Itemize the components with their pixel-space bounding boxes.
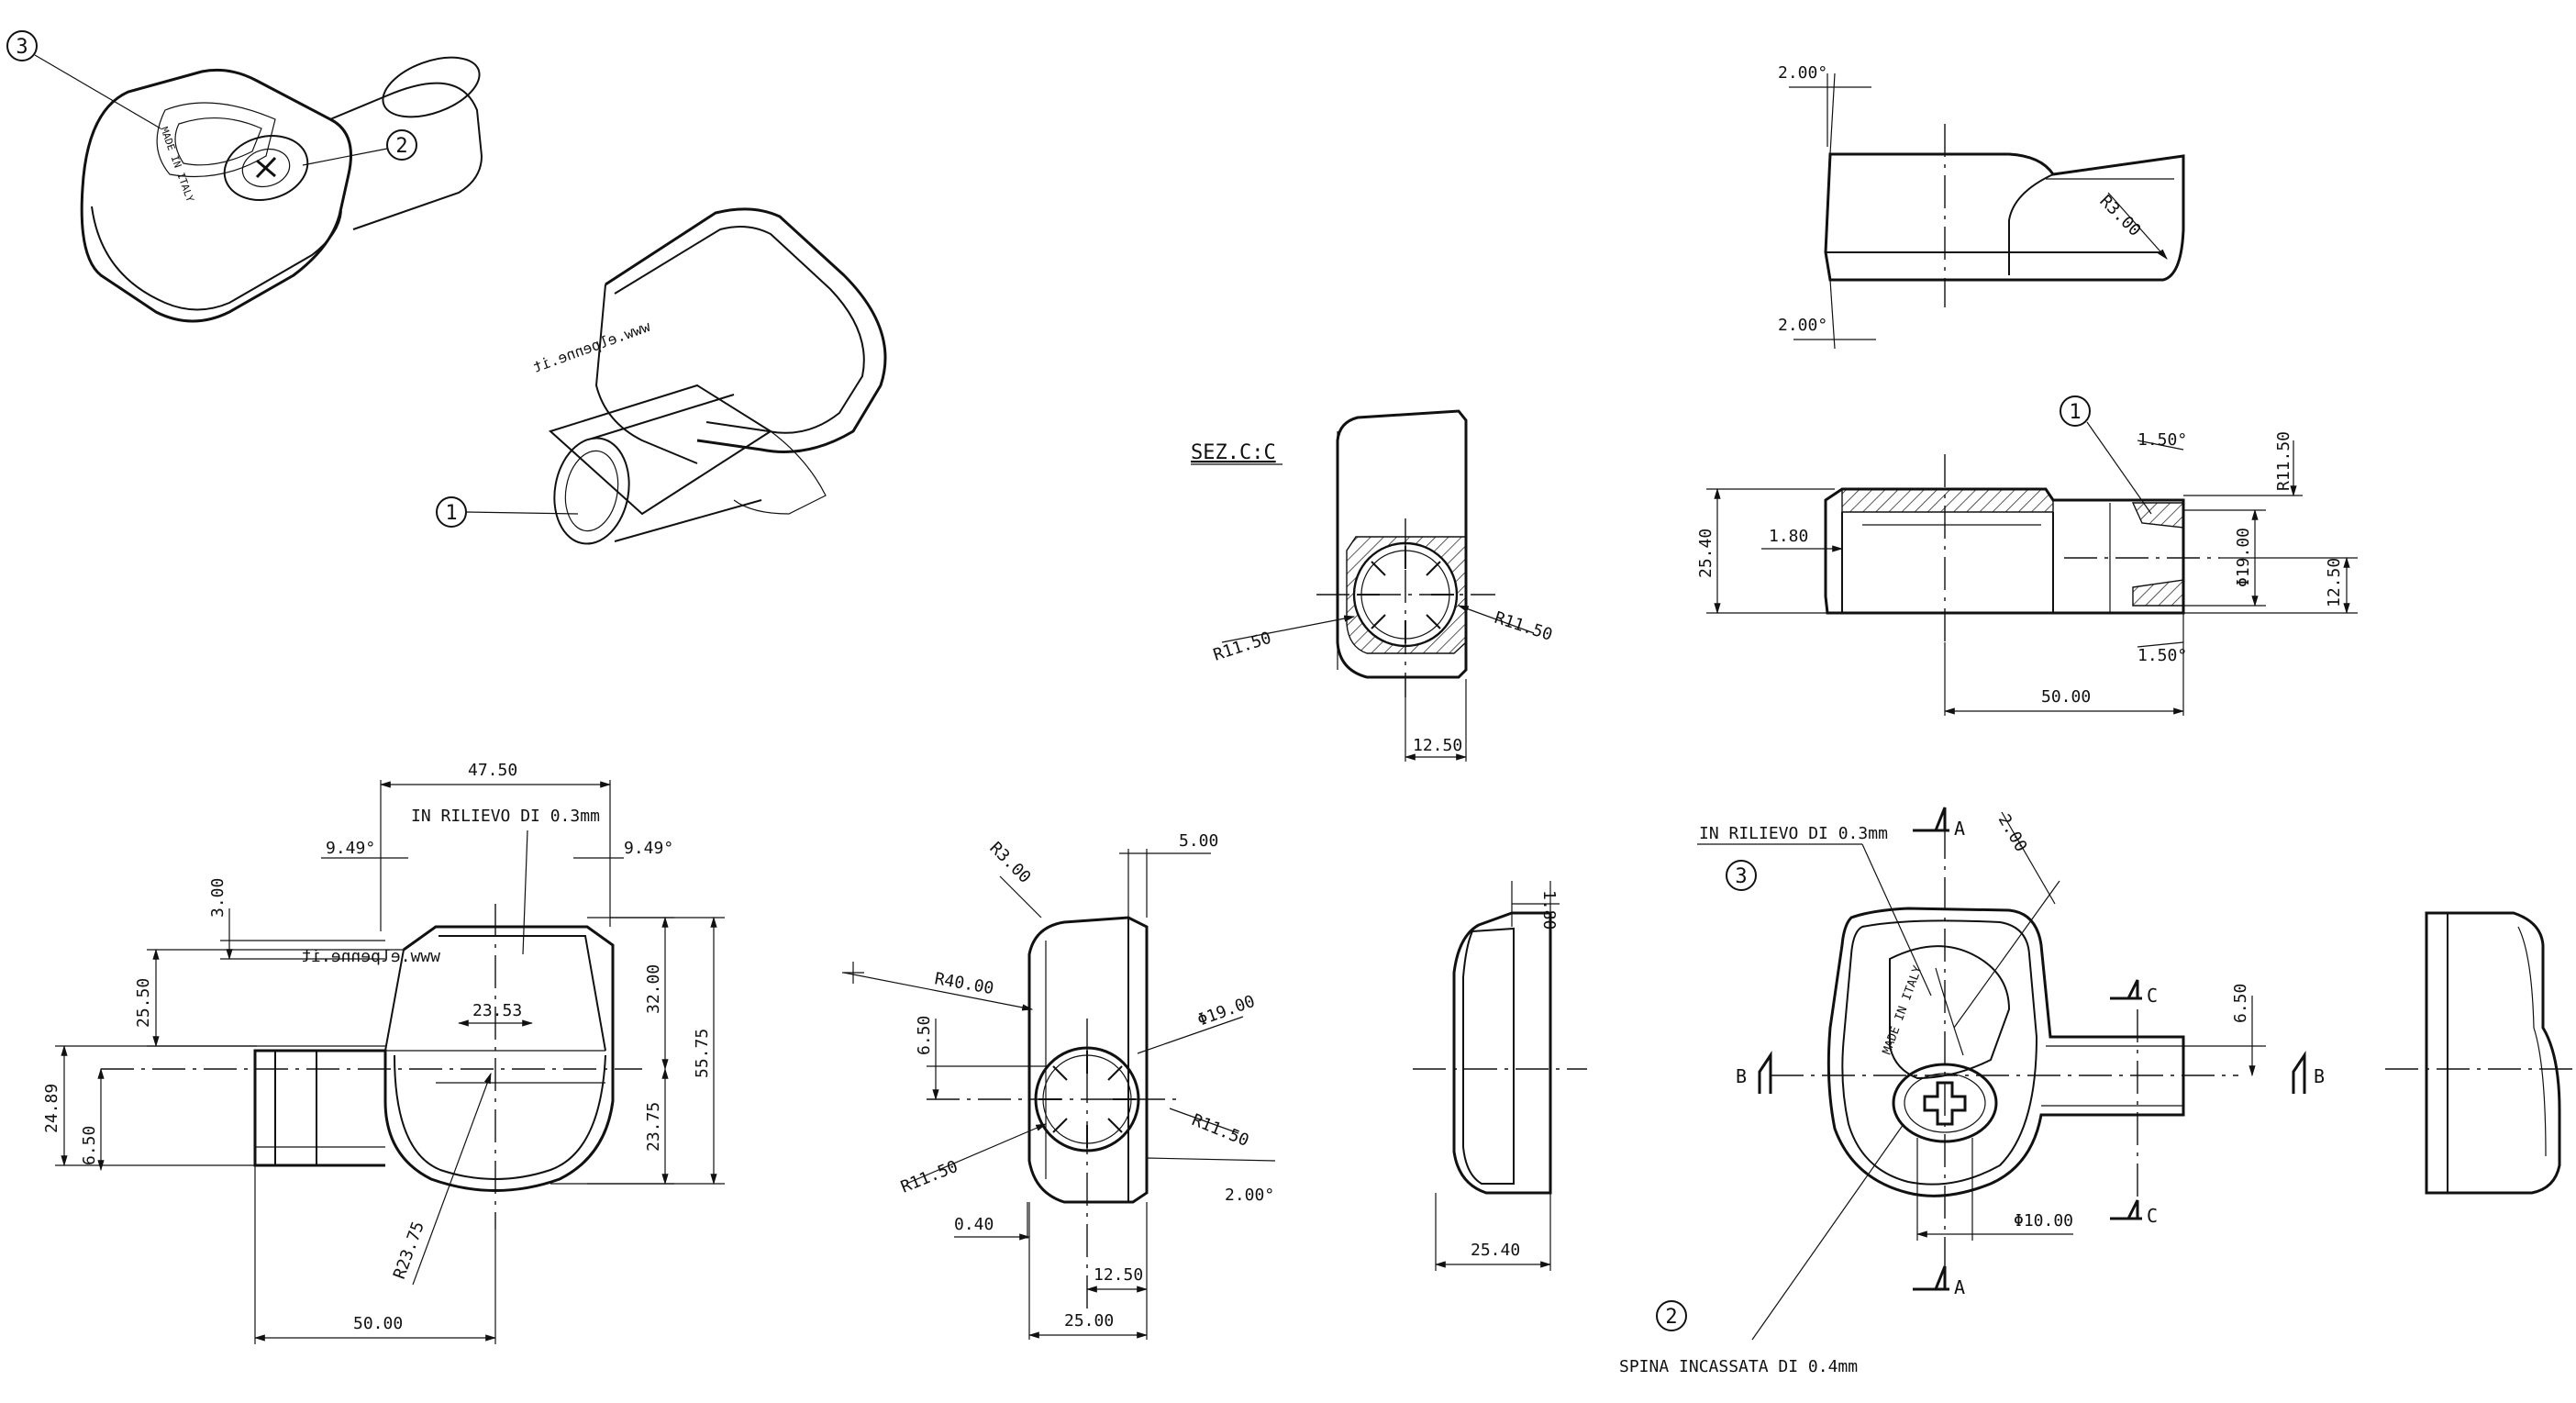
elev-angle-top: 2.00°	[1778, 63, 1827, 83]
top-view-2375: 23.75	[644, 1102, 663, 1152]
sec-r-1250: 12.50	[2325, 558, 2344, 607]
side-r300: R3.00	[985, 839, 1034, 887]
marker-a-bottom: A	[1954, 1276, 1965, 1298]
side-1250: 12.50	[1094, 1265, 1143, 1285]
iso-view-open: www.elpenne.it	[530, 207, 887, 545]
elev-r300: R3.00	[2095, 192, 2144, 240]
sec-r-180: 1.80	[1769, 527, 1808, 546]
sec-r-r1150: R11.50	[2274, 431, 2293, 491]
balloon-1-iso-label: 1	[445, 502, 457, 525]
top-view-relief-note: IN RILIEVO DI 0.3mm	[411, 807, 600, 826]
marker-c-bottom: C	[2147, 1205, 2158, 1227]
top-view-website-mirrored: www.elpenne.it	[301, 947, 440, 966]
balloon-3-iso-label: 3	[16, 36, 28, 59]
marker-b-left: B	[1736, 1065, 1747, 1087]
side-view: R3.00 5.00 R40.00 Φ19.00 6.50 R11.50 R11…	[842, 831, 1276, 1340]
top-view-2550: 25.50	[134, 978, 153, 1028]
elev-angle-bottom: 2.00°	[1778, 316, 1827, 335]
top-view-angle-right: 9.49°	[624, 839, 673, 858]
top-view-650: 6.50	[80, 1126, 99, 1165]
top-view-2489: 24.89	[42, 1084, 61, 1133]
side-2500: 25.00	[1064, 1311, 1114, 1331]
balloon-2-iso: 2	[302, 129, 417, 166]
side-040: 0.40	[954, 1215, 994, 1234]
top-view-300: 3.00	[208, 878, 228, 918]
profile-2540: 25.40	[1471, 1241, 1520, 1260]
iso-view-top: MADE IN ITALY	[80, 56, 483, 323]
front-650: 6.50	[2231, 984, 2250, 1023]
front-recessed-note: SPINA INCASSATA DI 0.4mm	[1619, 1357, 1858, 1376]
balloon-3-iso: 3	[6, 30, 161, 129]
top-view-4750: 47.50	[468, 761, 517, 780]
top-view-5575: 55.75	[693, 1029, 712, 1078]
marker-c-top: C	[2147, 985, 2158, 1007]
sec-r-5000: 50.00	[2041, 687, 2091, 707]
side-r1150-left: R11.50	[898, 1157, 960, 1197]
section-cc-view: SEZ.C:C R11.50 R11.50 12.50	[1191, 409, 1555, 762]
section-cc-r1150-left: R11.50	[1211, 629, 1273, 665]
top-view-3200: 32.00	[644, 964, 663, 1014]
front-dia10: Φ10.00	[2014, 1211, 2073, 1230]
right-profile-view	[2385, 911, 2576, 1195]
front-200: 2.00	[1994, 811, 2031, 855]
balloon-1-iso: 1	[436, 496, 579, 528]
side-500: 5.00	[1179, 831, 1218, 851]
top-view-angle-left: 9.49°	[326, 839, 375, 858]
front-relief-note: IN RILIEVO DI 0.3mm	[1699, 824, 1888, 843]
elevation-top-view: 2.00° R3.00 2.00°	[1778, 63, 2185, 350]
profile-180: 1.80	[1539, 890, 1559, 930]
side-angle: 2.00°	[1225, 1186, 1274, 1205]
balloon-2-iso-label: 2	[395, 135, 407, 158]
top-view-r2375: R23.75	[390, 1219, 428, 1281]
side-dia19: Φ19.00	[1195, 992, 1258, 1030]
profile-view: 1.80 25.40	[1413, 881, 1587, 1271]
side-650: 6.50	[915, 1016, 934, 1055]
section-cc-d1250: 12.50	[1413, 736, 1462, 755]
section-cc-r1150-right: R11.50	[1492, 608, 1554, 645]
sec-r-2540: 25.40	[1696, 529, 1715, 578]
front-view: MADE IN ITALY A A B B C C IN RILIEVO DI …	[1619, 807, 2325, 1376]
marker-a-top: A	[1954, 818, 1965, 840]
top-view-2353: 23.53	[472, 1001, 522, 1020]
section-right-view: 1 1.50° R11.50 25.40 1.80 Φ19.00 12.50 1…	[1696, 395, 2358, 716]
marker-b-right: B	[2314, 1065, 2325, 1087]
top-view: www.elpenne.it 47.50 IN RILIEVO DI 0.3mm…	[42, 761, 725, 1344]
side-r1150-right: R11.50	[1189, 1110, 1251, 1151]
iso-website: www.elpenne.it	[530, 317, 652, 376]
side-r4000: R40.00	[933, 969, 995, 998]
section-cc-title: SEZ.C:C	[1191, 441, 1276, 464]
sec-r-angle-bottom: 1.50°	[2137, 646, 2187, 665]
balloon-2-front-label: 2	[1665, 1306, 1677, 1329]
front-made-in-italy: MADE IN ITALY	[1881, 963, 1926, 1056]
balloon-3-front-label: 3	[1735, 865, 1747, 888]
top-view-5000: 50.00	[353, 1314, 403, 1333]
sec-r-angle-top: 1.50°	[2137, 430, 2187, 450]
balloon-1-section-label: 1	[2069, 401, 2081, 424]
